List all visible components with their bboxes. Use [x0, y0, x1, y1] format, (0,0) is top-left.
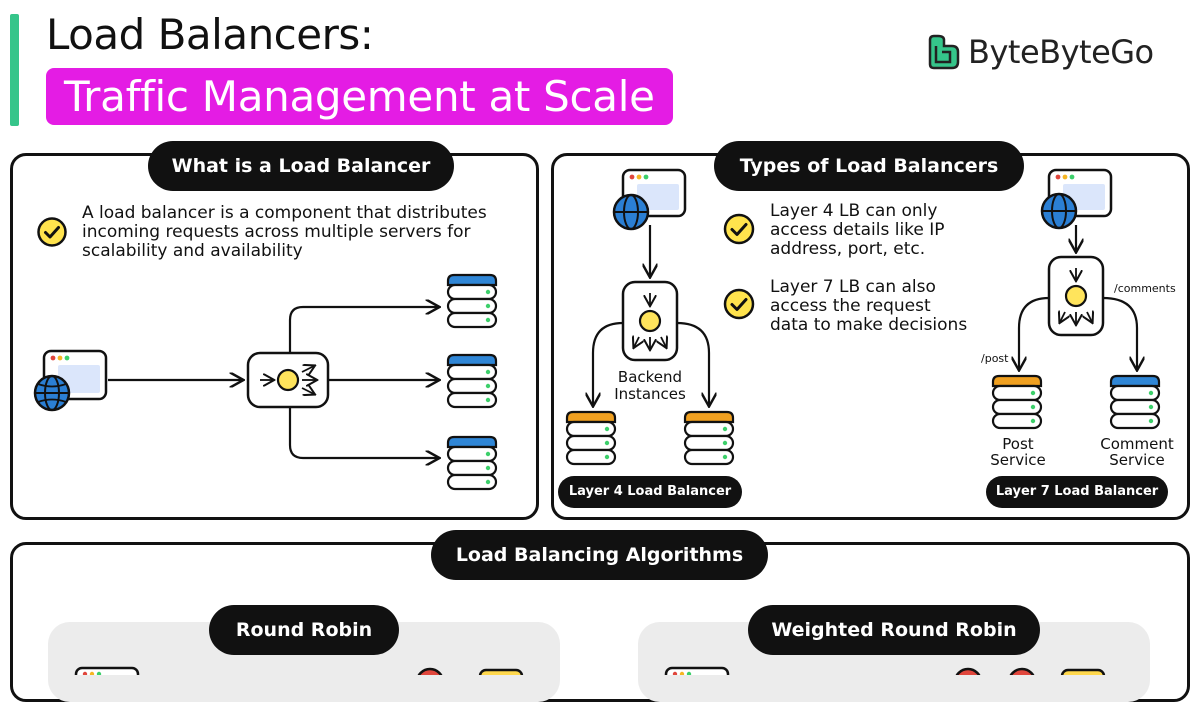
accent-bar	[10, 14, 19, 126]
weighted-round-robin-preview	[664, 666, 1106, 675]
round-robin-server-icon	[478, 668, 524, 675]
page-title: Load Balancers:	[46, 10, 374, 59]
types-heading: Types of Load Balancers	[714, 141, 1024, 191]
types-diagram	[565, 168, 1161, 466]
weighted-browser-icon	[664, 666, 730, 675]
layer4-label: Layer 4 Load Balancer	[558, 476, 742, 508]
layer7-label: Layer 7 Load Balancer	[986, 476, 1168, 508]
layer4-server-icon	[683, 410, 735, 466]
weighted-request-icon	[1009, 667, 1035, 675]
post-service-label-2: Service	[990, 451, 1046, 469]
server-icon	[446, 435, 498, 491]
weighted-round-robin-heading: Weighted Round Robin	[748, 605, 1040, 655]
layer7-point-line-2: access the request	[770, 296, 931, 316]
what-is-line-3: scalability and availability	[82, 241, 303, 261]
what-is-diagram	[33, 273, 498, 491]
layer7-check-icon	[723, 288, 755, 320]
post-service-label-1: Post	[1002, 435, 1034, 453]
layer7-balancer-icon	[1047, 255, 1105, 337]
weighted-request-icon	[955, 667, 981, 675]
what-is-heading: What is a Load Balancer	[148, 141, 454, 191]
layer4-point-line-1: Layer 4 LB can only	[770, 201, 938, 221]
what-is-check-icon	[37, 217, 67, 247]
round-robin-preview	[74, 666, 524, 675]
backend-instances-label-2: Instances	[614, 385, 686, 403]
layer4-point-line-3: address, port, etc.	[770, 239, 926, 259]
what-is-line-1: A load balancer is a component that dist…	[82, 203, 487, 223]
server-icon	[446, 273, 498, 329]
client-globe-icon	[33, 374, 71, 412]
round-robin-heading: Round Robin	[209, 605, 399, 655]
backend-instances-label-1: Backend	[617, 368, 683, 386]
what-is-line-2: incoming requests across multiple server…	[82, 222, 471, 242]
weighted-server-icon	[1060, 668, 1106, 675]
layer7-globe-icon	[1040, 192, 1078, 230]
comment-service-label-1: Comment	[1100, 435, 1174, 453]
round-robin-browser-icon	[74, 666, 140, 675]
layer4-point-line-2: access details like IP	[770, 220, 945, 240]
round-robin-request-icon	[417, 667, 443, 675]
post-service-server-icon	[991, 374, 1043, 430]
layer4-globe-icon	[612, 193, 650, 231]
load-balancer-icon	[246, 351, 330, 409]
route-comments-label: /comments	[1114, 282, 1176, 295]
bytebytego-logo-icon	[928, 34, 960, 70]
layer7-point-line-1: Layer 7 LB can also	[770, 277, 936, 297]
comment-service-label-2: Service	[1109, 451, 1165, 469]
layer7-point-line-3: data to make decisions	[770, 315, 968, 335]
layer4-balancer-icon	[621, 280, 679, 362]
page-subtitle: Traffic Management at Scale	[46, 68, 673, 125]
comment-service-server-icon	[1109, 374, 1161, 430]
algorithms-heading: Load Balancing Algorithms	[431, 530, 768, 580]
server-icon	[446, 353, 498, 409]
brand-name: ByteByteGo	[968, 33, 1154, 71]
layer4-check-icon	[723, 213, 755, 245]
brand: ByteByteGo	[926, 32, 1154, 72]
route-post-label: /post	[981, 352, 1009, 365]
layer4-server-icon	[565, 410, 617, 466]
